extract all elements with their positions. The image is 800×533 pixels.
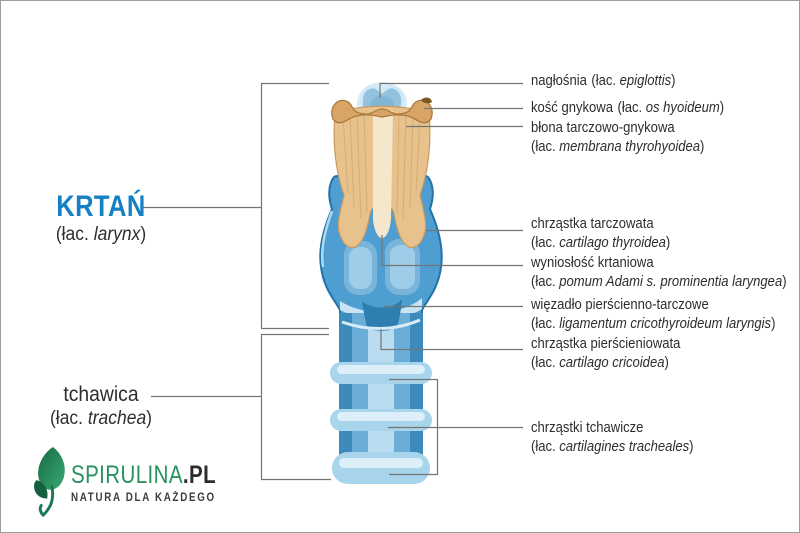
tchawica-label-block: tchawica (łac. trachea) xyxy=(16,382,186,431)
spirulina-brand: SPIRULINA.PL xyxy=(71,461,216,489)
thyroid-panel-left-inner xyxy=(349,247,372,289)
tchawica-title: tchawica xyxy=(63,383,139,406)
thyroid-edge-highlight xyxy=(321,210,334,268)
bracket-krtan xyxy=(141,82,329,330)
thyroid-panel-right-inner xyxy=(390,245,415,289)
krtan-title: KRTAŃ xyxy=(56,190,146,223)
label-chrzastki-tchawicze: chrząstki tchawicze(łac. cartilagines tr… xyxy=(531,420,694,455)
brand-green-part: SPIRULINA xyxy=(71,461,183,489)
hyoid-bone-shape xyxy=(331,99,433,124)
membrane-striations xyxy=(342,111,421,220)
membrane-centre-strip xyxy=(373,111,393,238)
bracket-tchawica xyxy=(151,333,331,481)
bracket-tchawicze xyxy=(388,378,523,476)
leader-naglosnia xyxy=(379,82,523,98)
spirulina-tagline: NATURA DLA KAŻDEGO xyxy=(71,492,216,504)
cricoid-highlight-arc xyxy=(341,318,421,330)
label-naglosnia: nagłośnia(łac. epiglottis) xyxy=(531,73,676,89)
tracheal-rings xyxy=(330,362,432,484)
krtan-latin: (łac. larynx) xyxy=(55,224,147,245)
label-wynioslosc-krtaniowa: wyniosłość krtaniowa(łac. pomum Adami s.… xyxy=(531,255,787,290)
hyoid-dark-tip xyxy=(421,97,432,104)
leader-wynioslosc xyxy=(381,235,523,267)
leader-pierscieniowata xyxy=(380,329,523,351)
leader-lines xyxy=(141,82,523,481)
krtan-label-block: KRTAŃ (łac. larynx) xyxy=(16,191,186,247)
label-blona: błona tarczowo-gnykowa(łac. membrana thy… xyxy=(531,120,705,155)
label-chrzastka-tarczowata: chrząstka tarczowata(łac. cartilago thyr… xyxy=(531,216,671,251)
spirulina-leaf-icon xyxy=(34,446,65,517)
label-wiezadlo: więzadło pierścienno-tarczowe(łac. ligam… xyxy=(531,297,776,332)
label-kosc-gnykowa: kość gnykowa(łac. os hyoideum) xyxy=(531,100,725,116)
tchawica-latin: (łac. trachea) xyxy=(49,408,153,429)
label-chrzastka-pierscieniowata: chrząstka pierścieniowata(łac. cartilago… xyxy=(531,336,681,371)
brand-dark-part: .PL xyxy=(182,461,217,489)
spirulina-logo-text: SPIRULINA.PL NATURA DLA KAŻDEGO xyxy=(71,461,248,504)
